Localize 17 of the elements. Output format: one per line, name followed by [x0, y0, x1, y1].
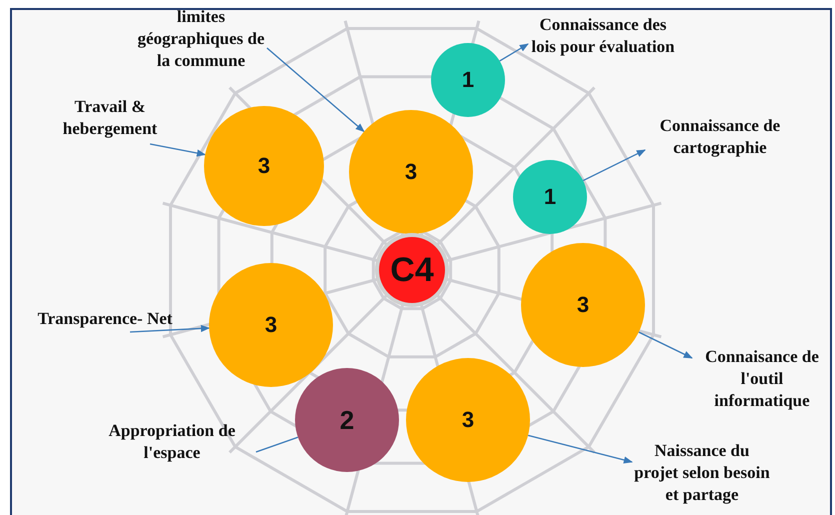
arrow	[266, 48, 365, 132]
center-circle: C4	[379, 237, 445, 303]
arrow	[638, 332, 693, 359]
callout-text: limites géographiques de la commune	[135, 6, 267, 72]
callout-text: Travail & hebergement	[42, 96, 178, 140]
leader-line	[256, 436, 298, 453]
arrow	[582, 149, 646, 182]
callout-text: Transparence- Net	[20, 308, 190, 330]
callout-text: Connaissance de cartographie	[645, 115, 795, 159]
callout-text: Naissance du projet selon besoin et partage	[632, 440, 772, 506]
callout-text: Appropriation de l'espace	[88, 420, 256, 464]
arrow	[499, 43, 529, 62]
arrow	[150, 143, 206, 157]
arrow	[528, 434, 633, 464]
callout-text: Connaissance des lois pour évaluation	[528, 14, 678, 58]
callout-text: Connaisance de l'outil informatique	[692, 346, 832, 412]
arrow	[130, 324, 210, 333]
